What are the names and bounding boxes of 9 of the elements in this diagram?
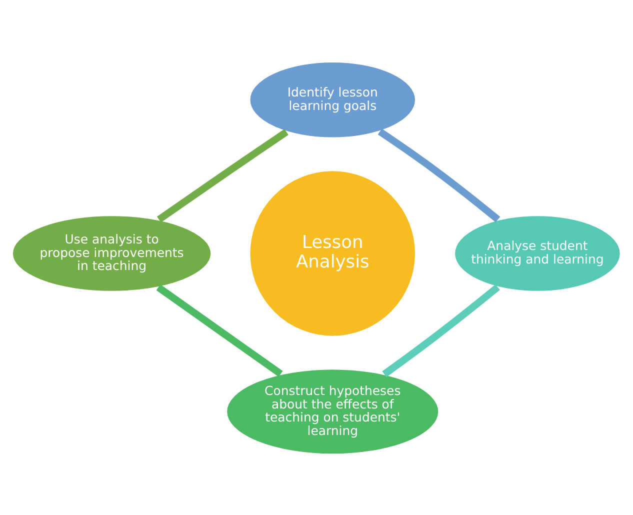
connector [378, 128, 500, 222]
connector [156, 128, 288, 222]
connector [382, 284, 500, 377]
node-ellipse: Construct hypotheses about the effects of teaching on students' learning [225, 367, 440, 455]
node-ellipse: Use analysis to propose improvements in teaching [11, 214, 212, 292]
node-ellipse: Analyse student thinking and learning [453, 214, 622, 292]
connector [156, 284, 283, 376]
node-ellipse: Identify lesson learning goals [248, 60, 417, 139]
node-circle: Lesson Analysis [248, 168, 417, 338]
